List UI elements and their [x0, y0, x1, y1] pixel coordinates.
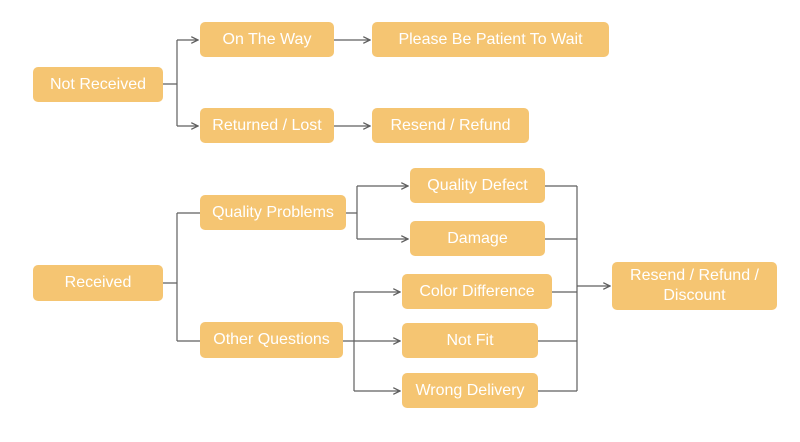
connector-received-split — [163, 212, 200, 342]
connector-not-received-split — [163, 40, 178, 126]
connector-quality-split — [346, 186, 358, 239]
node-please-be-patient: Please Be Patient To Wait — [372, 22, 609, 57]
node-color-difference: Color Difference — [402, 274, 552, 309]
node-quality-defect: Quality Defect — [410, 168, 545, 203]
node-other-questions: Other Questions — [200, 322, 343, 358]
node-resend-refund: Resend / Refund — [372, 108, 529, 143]
node-returned-lost: Returned / Lost — [200, 108, 334, 143]
node-resend-refund-discount: Resend / Refund / Discount — [612, 262, 777, 310]
connector-merge — [538, 185, 578, 392]
node-not-received: Not Received — [33, 67, 163, 102]
node-wrong-delivery: Wrong Delivery — [402, 373, 538, 408]
node-damage: Damage — [410, 221, 545, 256]
node-quality-problems: Quality Problems — [200, 195, 346, 230]
node-not-fit: Not Fit — [402, 323, 538, 358]
node-received: Received — [33, 265, 163, 301]
node-on-the-way: On The Way — [200, 22, 334, 57]
